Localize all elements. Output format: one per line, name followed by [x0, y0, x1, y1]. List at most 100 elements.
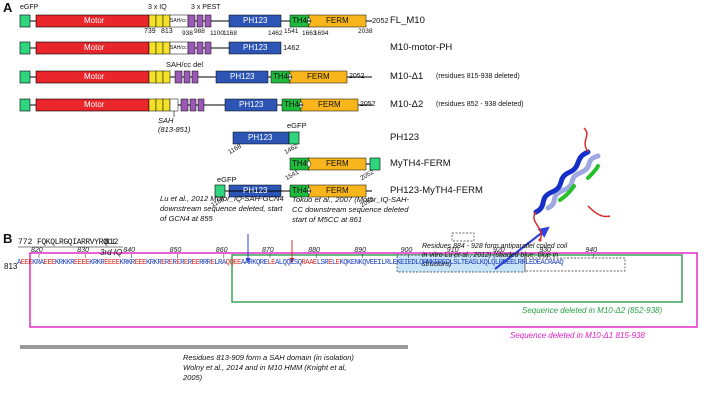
ferm-label: FERM — [326, 186, 349, 195]
row-delta2 — [19, 98, 372, 117]
sequence-segment: EEE — [20, 259, 33, 267]
sah-small-label: SAH — [158, 116, 174, 125]
row-name-ph123: PH123 — [390, 132, 420, 143]
ph-label: PH123 — [239, 100, 264, 109]
row-delta1 — [19, 70, 372, 84]
panel-b-shapes — [18, 127, 698, 349]
sequence-segment: R — [164, 259, 169, 267]
row-name-delta2: M10-Δ2 — [390, 99, 424, 110]
row-motor-ph — [19, 41, 282, 55]
tick-label: 860 — [215, 247, 228, 254]
sequence-segment: EEE — [134, 259, 147, 267]
sequence-segment: KRKR — [89, 259, 105, 267]
th4-domain — [289, 14, 311, 28]
row-note-delta1: (residues 815-938 deleted) — [436, 73, 520, 80]
motor-label: Motor — [84, 16, 105, 25]
fl-num: 1694 — [314, 30, 329, 37]
row-ph123-myth4-ferm — [214, 184, 372, 198]
row-name-myth4-ferm: MyTH4-FERM — [390, 158, 451, 169]
motor-label: Motor — [84, 43, 105, 52]
tick-label: 850 — [169, 247, 182, 254]
ferm-label: FERM — [318, 100, 341, 109]
sah-label: SAH/cc — [170, 18, 187, 24]
coiled-coil-structure — [533, 127, 611, 242]
sequence-segment: ALQQESQ — [274, 259, 302, 267]
sequence-segment: E — [176, 259, 181, 267]
sequence-segment: A — [17, 259, 21, 267]
sequence-segment: KQK — [339, 259, 351, 267]
iq-seq-start: 772 — [18, 238, 33, 247]
note-tokuo: Tokuo et al., 2007 (Motor_IQ-SAH-CC down… — [292, 195, 410, 224]
note-lu2012: Lu et al., 2012 Motor_IQ-SAH-GCN4 downst… — [160, 194, 284, 223]
tick-label: 940 — [585, 247, 598, 254]
sequence-segment: RAAE — [301, 259, 318, 267]
ph-label: PH123 — [248, 133, 273, 142]
sequence-segment: E — [183, 259, 188, 267]
fl-num: 1663 — [302, 30, 317, 37]
sequence-segment: LSLTEA — [449, 259, 473, 267]
row1-end: 2052 — [372, 16, 389, 25]
sequence-ruler — [38, 254, 594, 258]
th4-label: TH4 — [284, 100, 300, 109]
note-sah: Residues 813-909 form a SAH domain (in i… — [183, 353, 354, 382]
sequence-segment: E — [161, 259, 165, 267]
sah-range-label: (813-851) — [158, 125, 191, 134]
egfp-label: eGFP — [20, 4, 39, 11]
iq-sequence: FQKQLRGQIARRVYRQLL — [37, 238, 117, 247]
row-fl-m10 — [19, 14, 372, 28]
sequence-segment: E — [328, 259, 332, 267]
fl-num: 2038 — [358, 28, 373, 35]
iq-seq-end: 812 — [104, 238, 119, 247]
egfp-label: eGFP — [287, 121, 307, 130]
sequence-segment: KRKKR — [54, 259, 75, 267]
panel-a-letter: A — [3, 0, 13, 15]
ferm-label: FERM — [326, 16, 349, 25]
sequence-segment: EE — [191, 259, 200, 267]
row4-end: 2052 — [360, 101, 376, 108]
ph123-domain — [228, 14, 282, 28]
ph-label: PH123 — [243, 43, 268, 52]
ferm-label: FERM — [307, 72, 330, 81]
row-name-fl: FL_M10 — [390, 15, 425, 26]
ph-label: PH123 — [243, 186, 268, 195]
tick-label: 890 — [354, 247, 367, 254]
sequence-segment: QQEE — [225, 259, 242, 267]
fl-num: 813 — [161, 28, 173, 35]
tick-label: 930 — [539, 247, 551, 254]
sequence-segment: E — [210, 259, 215, 267]
sequence-segment: LRRLED — [513, 259, 537, 267]
egfp-domain — [19, 14, 31, 28]
row-name-delta1: M10-Δ1 — [390, 71, 424, 82]
note-d2: Sequence deleted in M10-Δ2 (852-938) — [522, 306, 663, 315]
sequence-segment: ENKQVEE — [350, 259, 378, 267]
sequence-segment: EEE — [43, 259, 56, 267]
sequence-segment: EEEE — [104, 259, 120, 267]
sah-label: SAH/cc — [170, 45, 187, 51]
sequence-segment: EACRAAQ — [536, 259, 564, 267]
sequence-segment: ILRLEKEIEDLQRMKEREQ — [377, 259, 450, 267]
sequence-segment: KRA — [32, 259, 44, 267]
egfp-label: eGFP — [217, 175, 237, 184]
panel-b-letter: B — [3, 231, 13, 246]
sahcc-del-label: SAH/cc del — [166, 60, 204, 69]
fl-num: 1100 — [210, 30, 224, 37]
iq-label: 3 x IQ — [148, 4, 167, 11]
tick-label: 820 — [31, 247, 43, 254]
ph-label: PH123 — [230, 72, 255, 81]
fl-num: 1168 — [223, 30, 237, 37]
note-d1: Sequence deleted in M10-Δ1 815-938 — [510, 331, 645, 340]
fl-num: 1541 — [284, 28, 299, 35]
tick-label: 910 — [446, 247, 459, 254]
tick-label: 870 — [262, 247, 274, 254]
sequence-text: AEEEKRAEEEKRKKREEEEKRKREEEEKRKREEEKRKRER… — [17, 259, 564, 267]
sequence-segment: E — [168, 259, 173, 267]
fl-num: 739 — [144, 28, 156, 35]
third-iq-label: 3rd IQ — [100, 248, 123, 257]
sequence-segment: KRKR — [145, 259, 162, 267]
sequence-segment: R — [187, 259, 192, 267]
tick-label: 920 — [493, 247, 505, 254]
fl-num: 988 — [194, 28, 205, 35]
motor-label: Motor — [84, 100, 105, 109]
tick-label: 830 — [77, 247, 89, 254]
